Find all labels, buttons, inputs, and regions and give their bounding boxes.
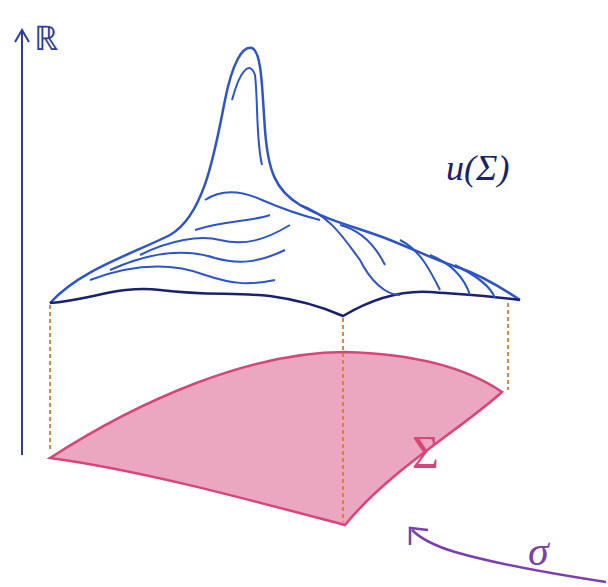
region-label: Σ [412,430,439,476]
axis [21,32,23,455]
surface-label: u(Σ) [446,150,509,186]
pointer-arrow [412,530,606,582]
pointer-arrowhead [410,528,428,545]
domain-region [50,352,502,525]
axis-arrowhead [15,30,29,42]
surface-boundary [50,289,520,316]
contour-lines [90,68,495,298]
axis-label: ℝ [34,22,58,56]
boundary-label: σ [528,530,549,572]
surface-outline [50,48,520,303]
projection-lines [50,303,508,522]
